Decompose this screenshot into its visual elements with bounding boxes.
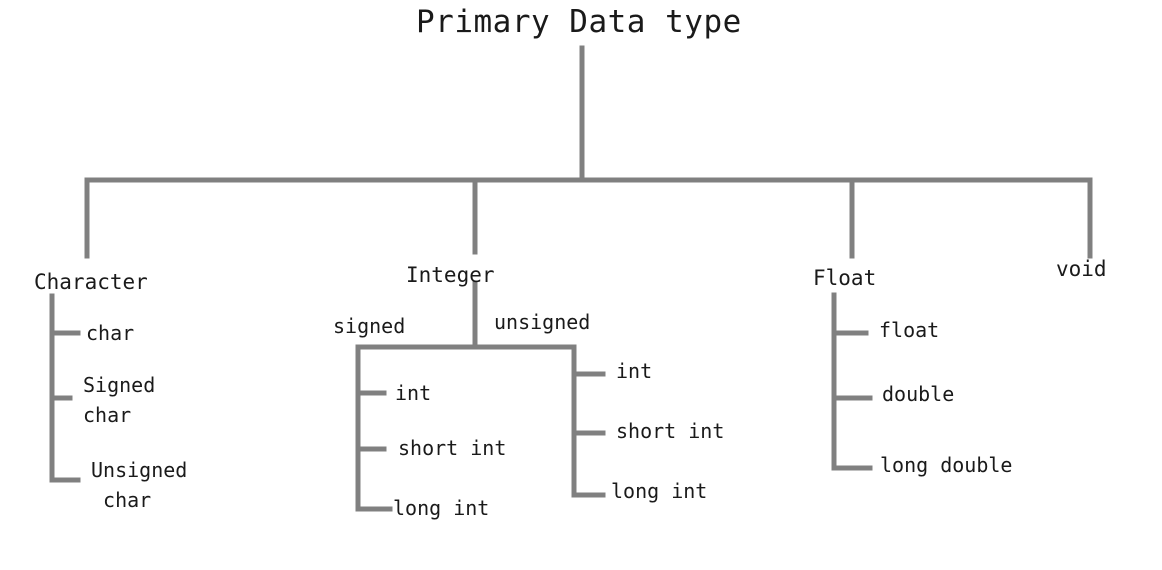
diagram-title: Primary Data type [416, 4, 742, 40]
integer-signed-label: signed [333, 314, 406, 338]
character-item-char: char [86, 321, 135, 345]
unsigned-item-int: int [616, 359, 653, 383]
category-integer-label: Integer [406, 263, 495, 287]
category-float-label: Float [813, 266, 877, 290]
signed-item-short-int: short int [398, 436, 507, 460]
unsigned-item-long-int: long int [611, 479, 708, 503]
float-item-double: double [882, 382, 955, 406]
signed-item-int: int [395, 381, 432, 405]
character-item-unsigned-char: Unsigned char [91, 458, 188, 512]
category-void-label: void [1056, 257, 1107, 281]
float-item-long-double: long double [880, 453, 1013, 477]
integer-unsigned-label: unsigned [494, 310, 591, 334]
character-item-signed-char: Signed char [83, 373, 156, 427]
category-character-label: Character [34, 270, 148, 294]
signed-item-long-int: long int [393, 496, 490, 520]
float-item-float: float [879, 318, 940, 342]
unsigned-item-short-int: short int [616, 419, 725, 443]
